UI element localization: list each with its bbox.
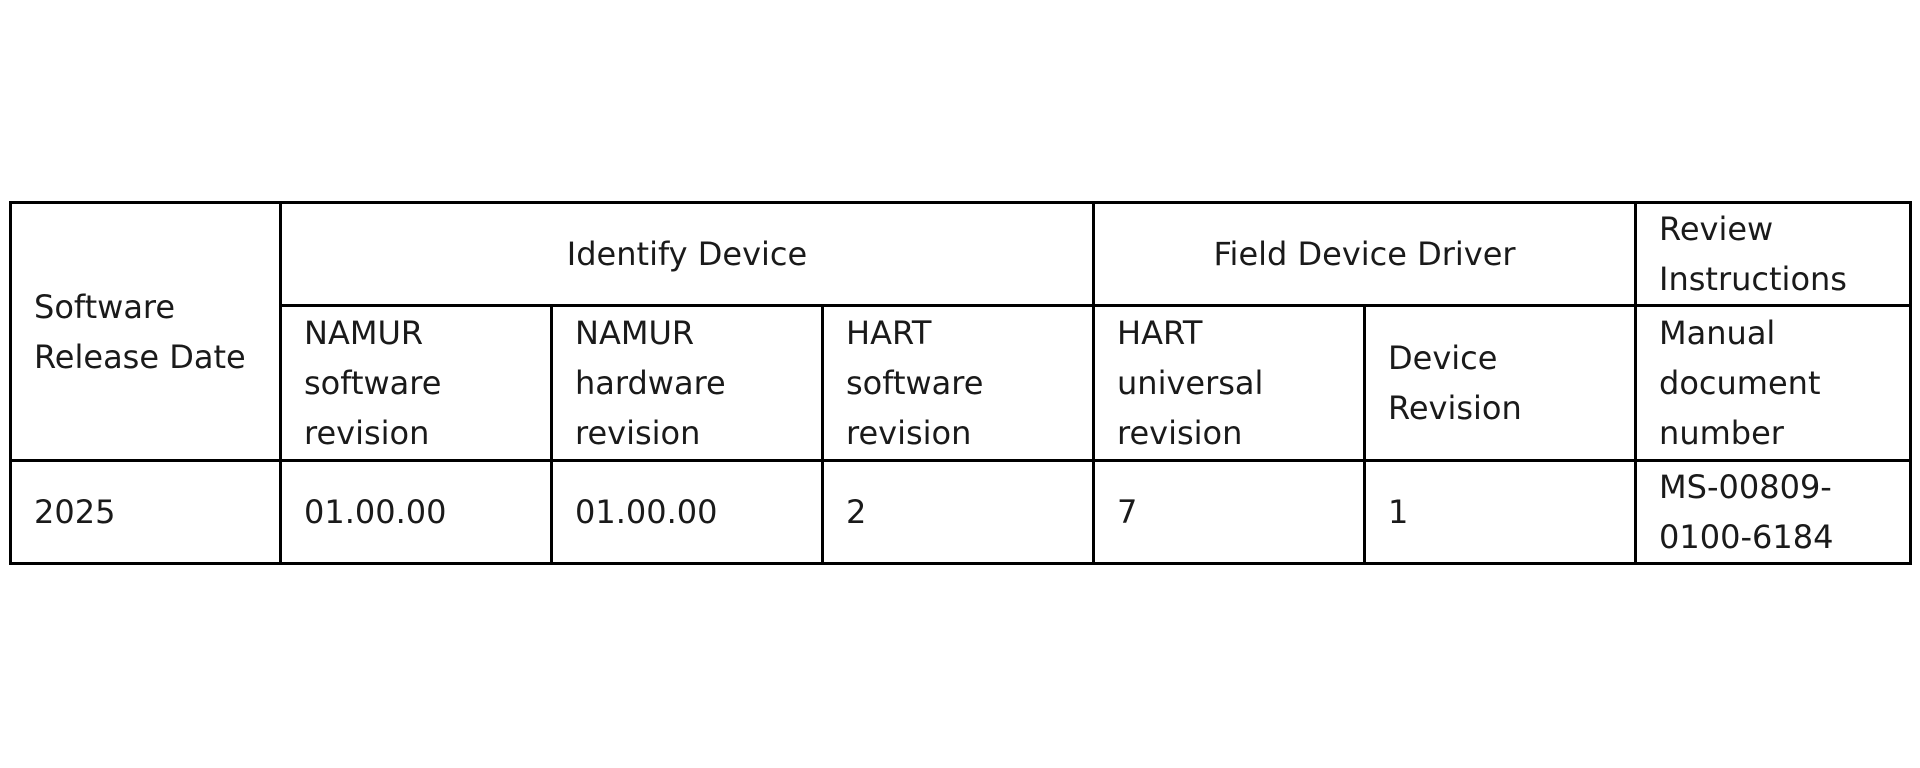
header-label-hart-universal-revision: HART universal revision (1117, 314, 1264, 452)
header-label-identify-device: Identify Device (566, 235, 808, 273)
software-release-table: Software Release Date Identify Device Fi… (9, 201, 1913, 565)
table-row: 2025 01.00.00 01.00.00 2 7 1 MS-00809-01… (9, 459, 1913, 565)
header-cell-device-revision: Device Revision (1363, 304, 1638, 462)
cell-software-release-date: 2025 (9, 459, 282, 565)
header-label-manual-document-number: Manual document number (1659, 314, 1821, 452)
header-cell-namur-software-revision: NAMUR software revision (279, 304, 553, 462)
header-cell-identify-device: Identify Device (278, 201, 1096, 307)
cell-namur-software-revision: 01.00.00 (279, 459, 553, 565)
header-label-field-device-driver: Field Device Driver (1213, 235, 1516, 273)
header-group-row: Software Release Date Identify Device Fi… (9, 201, 1913, 462)
header-cell-software-release-date: Software Release Date (9, 201, 282, 462)
header-sub-row: NAMUR software revision NAMUR hardware r… (11, 304, 1913, 462)
header-cell-hart-universal-revision: HART universal revision (1092, 304, 1367, 462)
header-cell-review-instructions: Review Instructions (1634, 201, 1913, 307)
header-cell-manual-document-number: Manual document number (1634, 304, 1913, 462)
header-cell-hart-software-revision: HART software revision (820, 304, 1096, 462)
header-label-namur-software-revision: NAMUR software revision (304, 314, 442, 452)
header-label-hart-software-revision: HART software revision (846, 314, 984, 452)
header-label-namur-hardware-revision: NAMUR hardware revision (575, 314, 726, 452)
header-label-software-release-date: Software Release Date (34, 287, 246, 376)
header-label-review-instructions: Review Instructions (1659, 210, 1847, 298)
cell-manual-document-number: MS-00809-0100-6184 (1634, 459, 1913, 565)
cell-namur-hardware-revision: 01.00.00 (550, 459, 824, 565)
header-cell-namur-hardware-revision: NAMUR hardware revision (550, 304, 824, 462)
header-label-device-revision: Device Revision (1388, 339, 1522, 427)
cell-device-revision: 1 (1363, 459, 1638, 565)
cell-hart-software-revision: 2 (820, 459, 1096, 565)
header-cell-field-device-driver: Field Device Driver (1092, 201, 1638, 307)
cell-hart-universal-revision: 7 (1092, 459, 1367, 565)
